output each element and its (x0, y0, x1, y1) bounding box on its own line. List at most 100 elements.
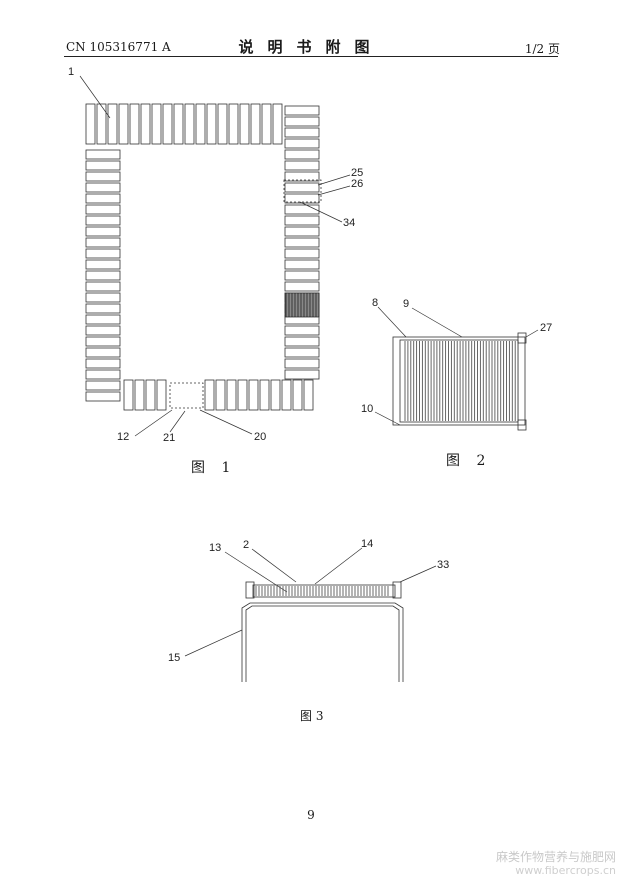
stand-outer (241, 602, 404, 682)
bin-slat (284, 281, 320, 292)
bin-slat (85, 303, 121, 314)
watermark-title: 麻类作物营养与施肥网 (495, 850, 616, 864)
page-number: 9 (307, 808, 315, 822)
bin-slat (284, 347, 320, 358)
bin-slat (284, 336, 320, 347)
bin-slat (237, 379, 248, 411)
bin-slat (284, 204, 320, 215)
bin-slat (284, 358, 320, 369)
bin-slat (118, 103, 129, 145)
bin-slat (85, 281, 121, 292)
ref-label: 25 (351, 167, 363, 179)
figure-1-drawing (85, 103, 322, 411)
rack-frame (392, 336, 526, 426)
bin-slat (284, 215, 320, 226)
figure-1-caption: 图 1 (191, 460, 237, 476)
bin-slat (85, 380, 121, 391)
bin-slat (284, 127, 320, 138)
bin-slat (85, 314, 121, 325)
ref-label: 8 (372, 297, 378, 309)
bin-slat (281, 379, 292, 411)
bin-slat (284, 116, 320, 127)
hatched-block (284, 292, 320, 318)
bin-slat (85, 270, 121, 281)
bin-slat (261, 103, 272, 145)
bin-slat (284, 259, 320, 270)
bin-slat (129, 103, 140, 145)
bracket-bottom (517, 419, 527, 431)
bin-slat (239, 103, 250, 145)
bin-slat (107, 103, 118, 145)
bin-slat (85, 347, 121, 358)
bin-slat (228, 103, 239, 145)
ref-label: 20 (254, 431, 266, 443)
bin-slat (284, 226, 320, 237)
page-title: 说明书附图 (238, 38, 384, 56)
bin-slat (145, 379, 156, 411)
bin-slat (250, 103, 261, 145)
bin-slat (284, 138, 320, 149)
bin-slat (85, 193, 121, 204)
bin-slat (85, 103, 96, 145)
stand-inner (245, 605, 400, 682)
bin-slat (85, 325, 121, 336)
ref-label: 14 (361, 538, 373, 550)
bin-slat (184, 103, 195, 145)
bin-slat (173, 103, 184, 145)
door-frame (169, 382, 204, 409)
ref-label: 13 (209, 542, 221, 554)
figure-1-labels: 1 25 26 34 12 21 20 (68, 66, 363, 444)
bin-slat (85, 358, 121, 369)
bin-slat (85, 226, 121, 237)
bin-slat (85, 171, 121, 182)
page-of: 1/2 页 (524, 42, 560, 56)
bin-slat (284, 182, 320, 193)
bin-slat (156, 379, 167, 411)
bin-slat (85, 182, 121, 193)
bin-slat (284, 270, 320, 281)
bin-slat (206, 103, 217, 145)
bin-slat (85, 369, 121, 380)
bin-slat (284, 248, 320, 259)
bin-slat (195, 103, 206, 145)
bin-slat (96, 103, 107, 145)
bin-slat (248, 379, 259, 411)
doc-number: CN 105316771 A (66, 40, 171, 54)
ref-label: 9 (403, 298, 409, 310)
bin-slat (284, 149, 320, 160)
ref-label: 2 (243, 539, 249, 551)
ref-label: 15 (168, 652, 180, 664)
ref-label: 26 (351, 178, 363, 190)
bracket-top (517, 332, 527, 344)
side-bracket-right (392, 581, 402, 599)
bin-slat (85, 292, 121, 303)
ref-label: 27 (540, 322, 552, 334)
bin-slat (85, 237, 121, 248)
bin-slat (85, 204, 121, 215)
ref-label: 21 (163, 432, 175, 444)
bin-slat (204, 379, 215, 411)
figure-2-drawing (392, 332, 527, 431)
bin-slat (292, 379, 303, 411)
tray (252, 584, 396, 598)
ref-label: 33 (437, 559, 449, 571)
bin-slat (162, 103, 173, 145)
ref-label: 10 (361, 403, 373, 415)
bin-slat (259, 379, 270, 411)
bin-slat (151, 103, 162, 145)
bin-slat (284, 171, 320, 182)
bin-slat (284, 160, 320, 171)
figure-3-caption: 图 3 (300, 709, 324, 723)
figure-2-labels: 8 9 27 10 (361, 297, 552, 426)
figure-3-labels: 13 2 14 33 15 (168, 538, 449, 664)
bin-slat (123, 379, 134, 411)
bin-slat (226, 379, 237, 411)
bin-slat (85, 248, 121, 259)
ref-label: 12 (117, 431, 129, 443)
bin-slat (284, 325, 320, 336)
dashed-section (283, 179, 322, 203)
side-bracket-left (245, 581, 255, 599)
bin-slat (284, 237, 320, 248)
